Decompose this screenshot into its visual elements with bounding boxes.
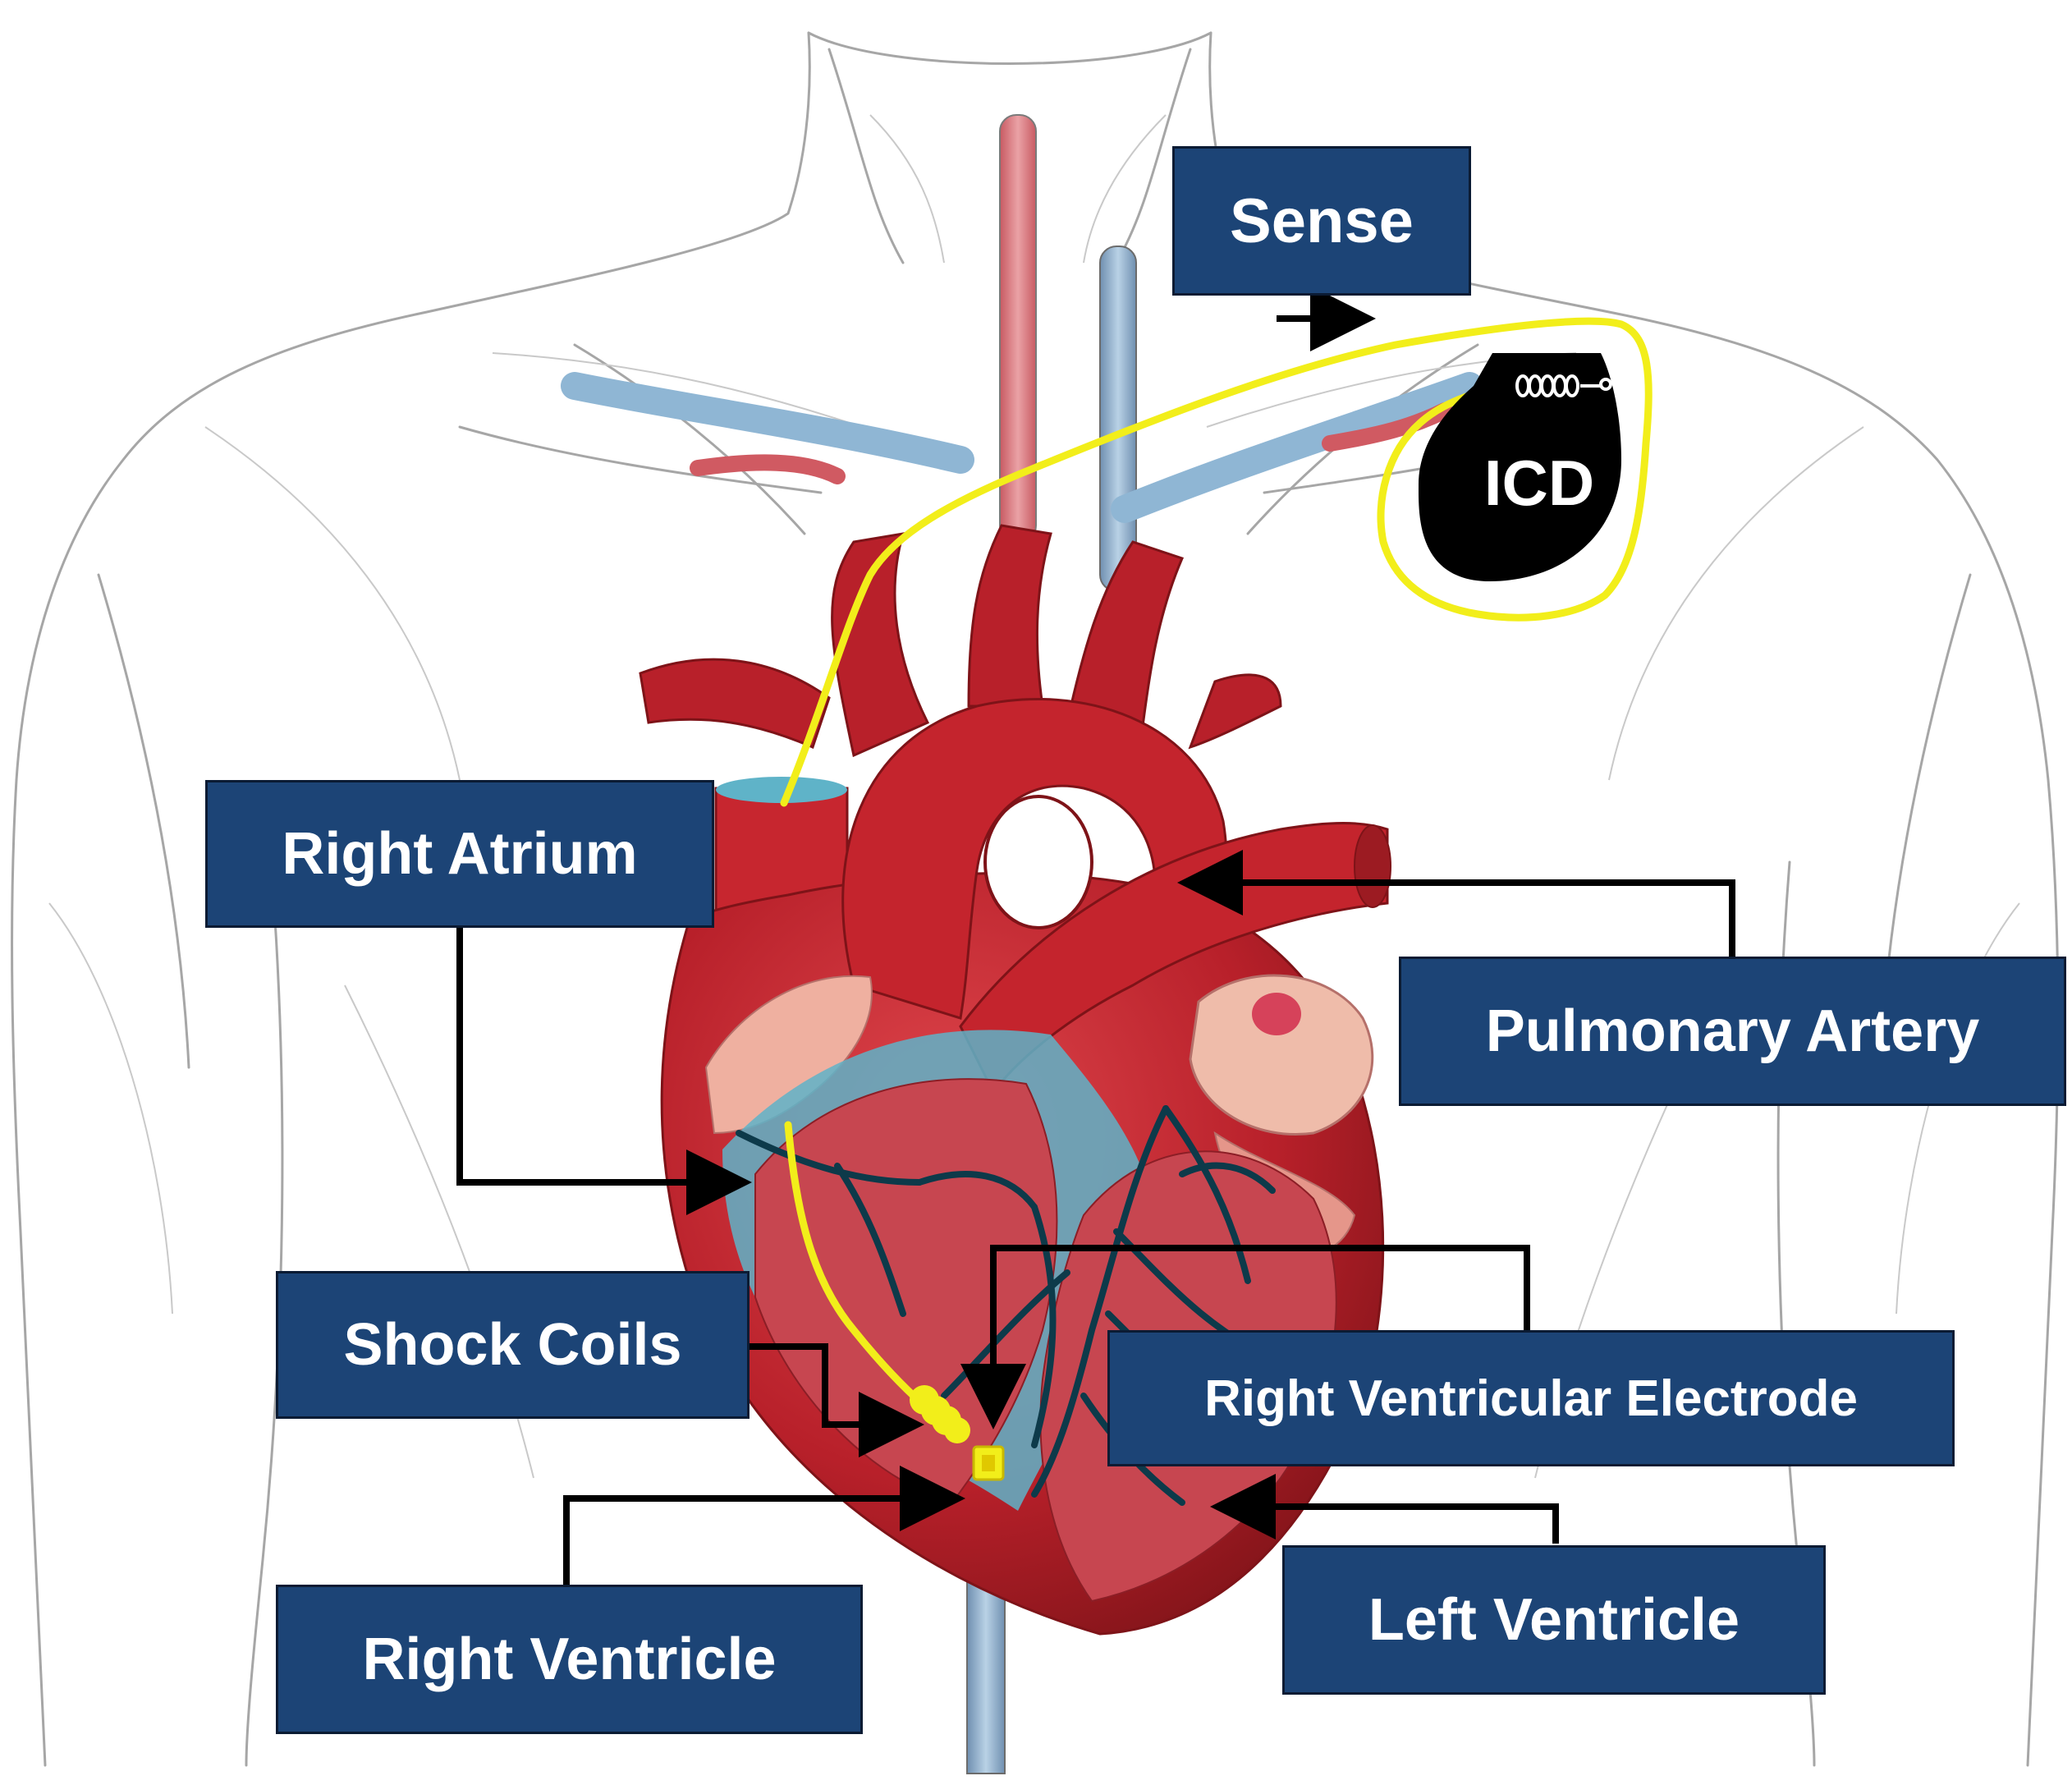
great-vessels	[561, 114, 1483, 1774]
heart-anatomy-icon	[639, 524, 1391, 1636]
right-atrium-arrow	[456, 928, 752, 1215]
connector-arrows	[456, 286, 1735, 1585]
label-right-ventricular-electrode: Right Ventricular Electrode	[1107, 1330, 1955, 1466]
icd-device-icon: ICD	[1418, 353, 1621, 581]
label-right-atrium: Right Atrium	[205, 780, 714, 928]
label-sense: Sense	[1172, 146, 1471, 296]
label-right-ventricular-electrode-text: Right Ventricular Electrode	[1204, 1370, 1858, 1427]
label-shock-coils: Shock Coils	[276, 1271, 749, 1419]
right-ventricle-arrow	[563, 1466, 965, 1585]
rv-electrode-arrow	[960, 1245, 1530, 1429]
pulmonary-artery-arrow	[1177, 850, 1735, 957]
rv-electrode-tip	[982, 1455, 995, 1471]
label-right-ventricle-text: Right Ventricle	[362, 1627, 777, 1692]
label-pulmonary-artery-text: Pulmonary Artery	[1485, 998, 1980, 1064]
left-ventricle-arrow	[1210, 1474, 1559, 1544]
header-coil-icon	[1515, 374, 1612, 397]
label-sense-text: Sense	[1230, 186, 1414, 256]
label-pulmonary-artery: Pulmonary Artery	[1399, 957, 2066, 1106]
icd-label: ICD	[1484, 447, 1594, 519]
label-right-atrium-text: Right Atrium	[282, 821, 638, 887]
label-left-ventricle: Left Ventricle	[1282, 1545, 1826, 1695]
label-right-ventricle: Right Ventricle	[276, 1585, 863, 1734]
label-shock-coils-text: Shock Coils	[343, 1312, 682, 1378]
label-left-ventricle-text: Left Ventricle	[1368, 1587, 1740, 1653]
shock-coils-arrow	[747, 1343, 924, 1457]
